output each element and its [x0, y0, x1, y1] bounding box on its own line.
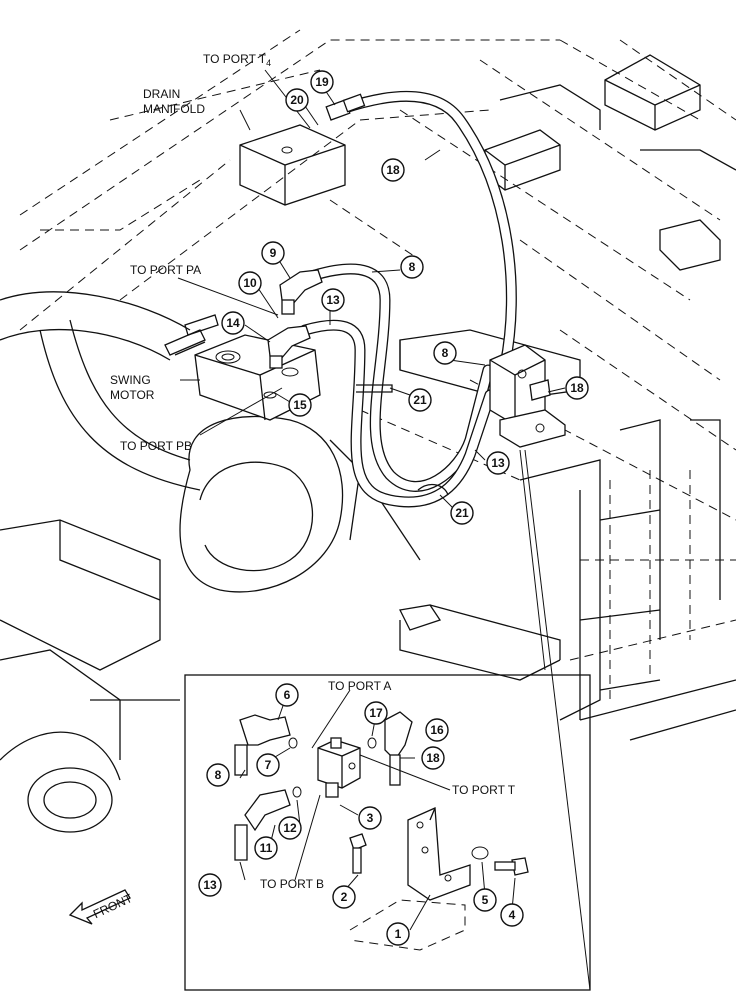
swing-motor-block — [164, 314, 321, 421]
svg-text:13: 13 — [491, 456, 505, 470]
label-to-port-pa: TO PORT PA — [130, 263, 201, 277]
callout-21: 21 — [450, 501, 474, 525]
callout-7: 7 — [256, 753, 280, 777]
svg-text:19: 19 — [315, 75, 329, 89]
callout-17: 17 — [364, 701, 388, 725]
label-drain: DRAIN — [143, 87, 180, 101]
callout-18: 18 — [565, 376, 589, 400]
label-to-port-pb: TO PORT PB — [120, 439, 192, 453]
callout-16: 16 — [425, 718, 449, 742]
svg-text:15: 15 — [293, 398, 307, 412]
callout-13: 13 — [198, 873, 222, 897]
svg-text:16: 16 — [430, 723, 444, 737]
callout-18: 18 — [381, 158, 405, 182]
callout-10: 10 — [238, 271, 262, 295]
frame-phantom-lines — [19, 29, 736, 700]
frame-structure — [0, 54, 736, 833]
svg-text:18: 18 — [386, 163, 400, 177]
callout-13: 13 — [321, 288, 345, 312]
svg-text:18: 18 — [570, 381, 584, 395]
callout-8: 8 — [206, 763, 230, 787]
svg-text:21: 21 — [455, 506, 469, 520]
callout-8: 8 — [400, 255, 424, 279]
svg-text:13: 13 — [203, 878, 217, 892]
svg-text:14: 14 — [226, 316, 240, 330]
callout-12: 12 — [278, 816, 302, 840]
label-to-port-a: TO PORT A — [328, 679, 391, 693]
callout-13: 13 — [486, 451, 510, 475]
front-arrow-icon — [68, 889, 131, 925]
callout-balloons: 19 20 18 9 8 10 13 14 15 21 8 18 13 21 6… — [198, 70, 589, 946]
svg-text:21: 21 — [413, 393, 427, 407]
callout-11: 11 — [254, 836, 278, 860]
detail-inset-box — [184, 674, 591, 991]
svg-text:7: 7 — [265, 758, 272, 772]
callout-19: 19 — [310, 70, 334, 94]
label-to-port-t4: TO PORT T4 — [203, 52, 271, 68]
drain-manifold — [239, 124, 346, 206]
inset-connector-lines — [519, 449, 591, 991]
label-to-port-t: TO PORT T — [452, 783, 516, 797]
callout-14: 14 — [221, 311, 245, 335]
svg-text:9: 9 — [270, 246, 277, 260]
label-motor: MOTOR — [110, 388, 155, 402]
label-manifold: MANIFOLD — [143, 102, 205, 116]
svg-text:11: 11 — [260, 841, 273, 855]
fittings — [267, 93, 566, 448]
svg-text:1: 1 — [395, 927, 402, 941]
callout-18: 18 — [421, 746, 445, 770]
callout-21: 21 — [408, 388, 432, 412]
callout-2: 2 — [332, 885, 356, 909]
svg-text:3: 3 — [367, 811, 374, 825]
svg-text:12: 12 — [283, 821, 297, 835]
callout-8: 8 — [433, 341, 457, 365]
svg-text:5: 5 — [482, 893, 489, 907]
svg-text:2: 2 — [341, 890, 348, 904]
callout-15: 15 — [288, 393, 312, 417]
svg-text:20: 20 — [290, 93, 304, 107]
callout-1: 1 — [386, 922, 410, 946]
label-swing: SWING — [110, 373, 151, 387]
callout-3: 3 — [358, 806, 382, 830]
svg-text:17: 17 — [369, 706, 383, 720]
callout-5: 5 — [473, 888, 497, 912]
svg-text:13: 13 — [326, 293, 340, 307]
svg-text:6: 6 — [284, 688, 291, 702]
hoses — [299, 90, 517, 508]
callout-9: 9 — [261, 241, 285, 265]
svg-text:18: 18 — [426, 751, 440, 765]
svg-text:8: 8 — [215, 768, 222, 782]
callout-20: 20 — [285, 88, 309, 112]
svg-text:4: 4 — [509, 908, 516, 922]
svg-text:8: 8 — [442, 346, 449, 360]
svg-text:8: 8 — [409, 260, 416, 274]
label-to-port-b: TO PORT B — [260, 877, 324, 891]
svg-text:10: 10 — [243, 276, 257, 290]
callout-6: 6 — [275, 683, 299, 707]
callout-4: 4 — [500, 903, 524, 927]
